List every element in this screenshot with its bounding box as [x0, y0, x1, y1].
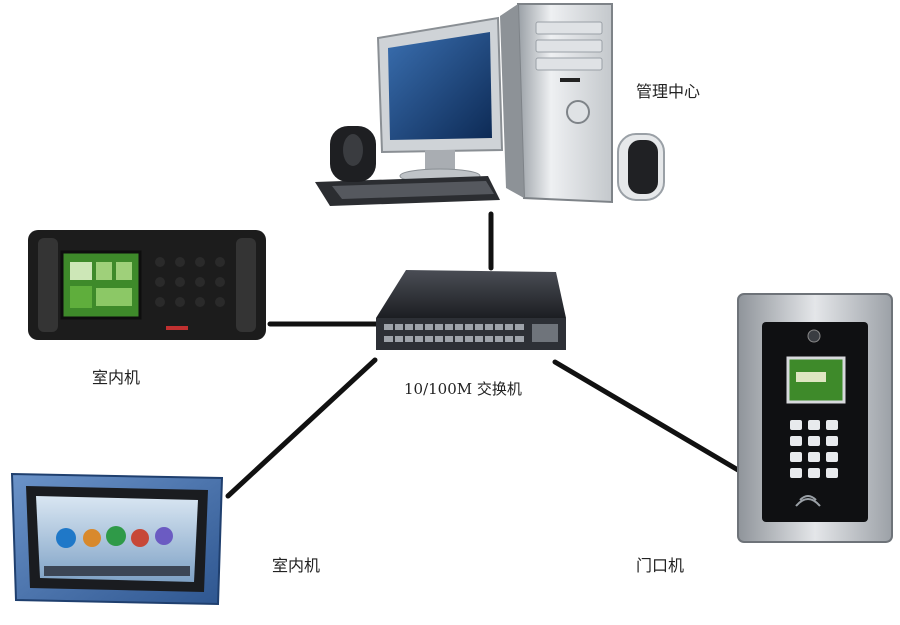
label-door-unit: 门口机: [636, 556, 685, 575]
link-switch-indoor-2: [225, 357, 378, 499]
switch-icon: [376, 270, 566, 350]
tablet-app-icons: [56, 526, 173, 548]
indoor-unit-2-icon: [10, 472, 224, 606]
label-switch: 10/100M 交换机: [404, 380, 522, 398]
link-switch-door: [552, 359, 741, 473]
links: [225, 211, 741, 499]
indoor-unit-1-icon: [28, 230, 266, 340]
computer-icon: [315, 3, 665, 206]
label-management-center: 管理中心: [636, 82, 701, 101]
door-unit-icon: [737, 293, 893, 543]
label-indoor-unit-1: 室内机: [92, 368, 141, 387]
label-indoor-unit-2: 室内机: [272, 556, 321, 575]
